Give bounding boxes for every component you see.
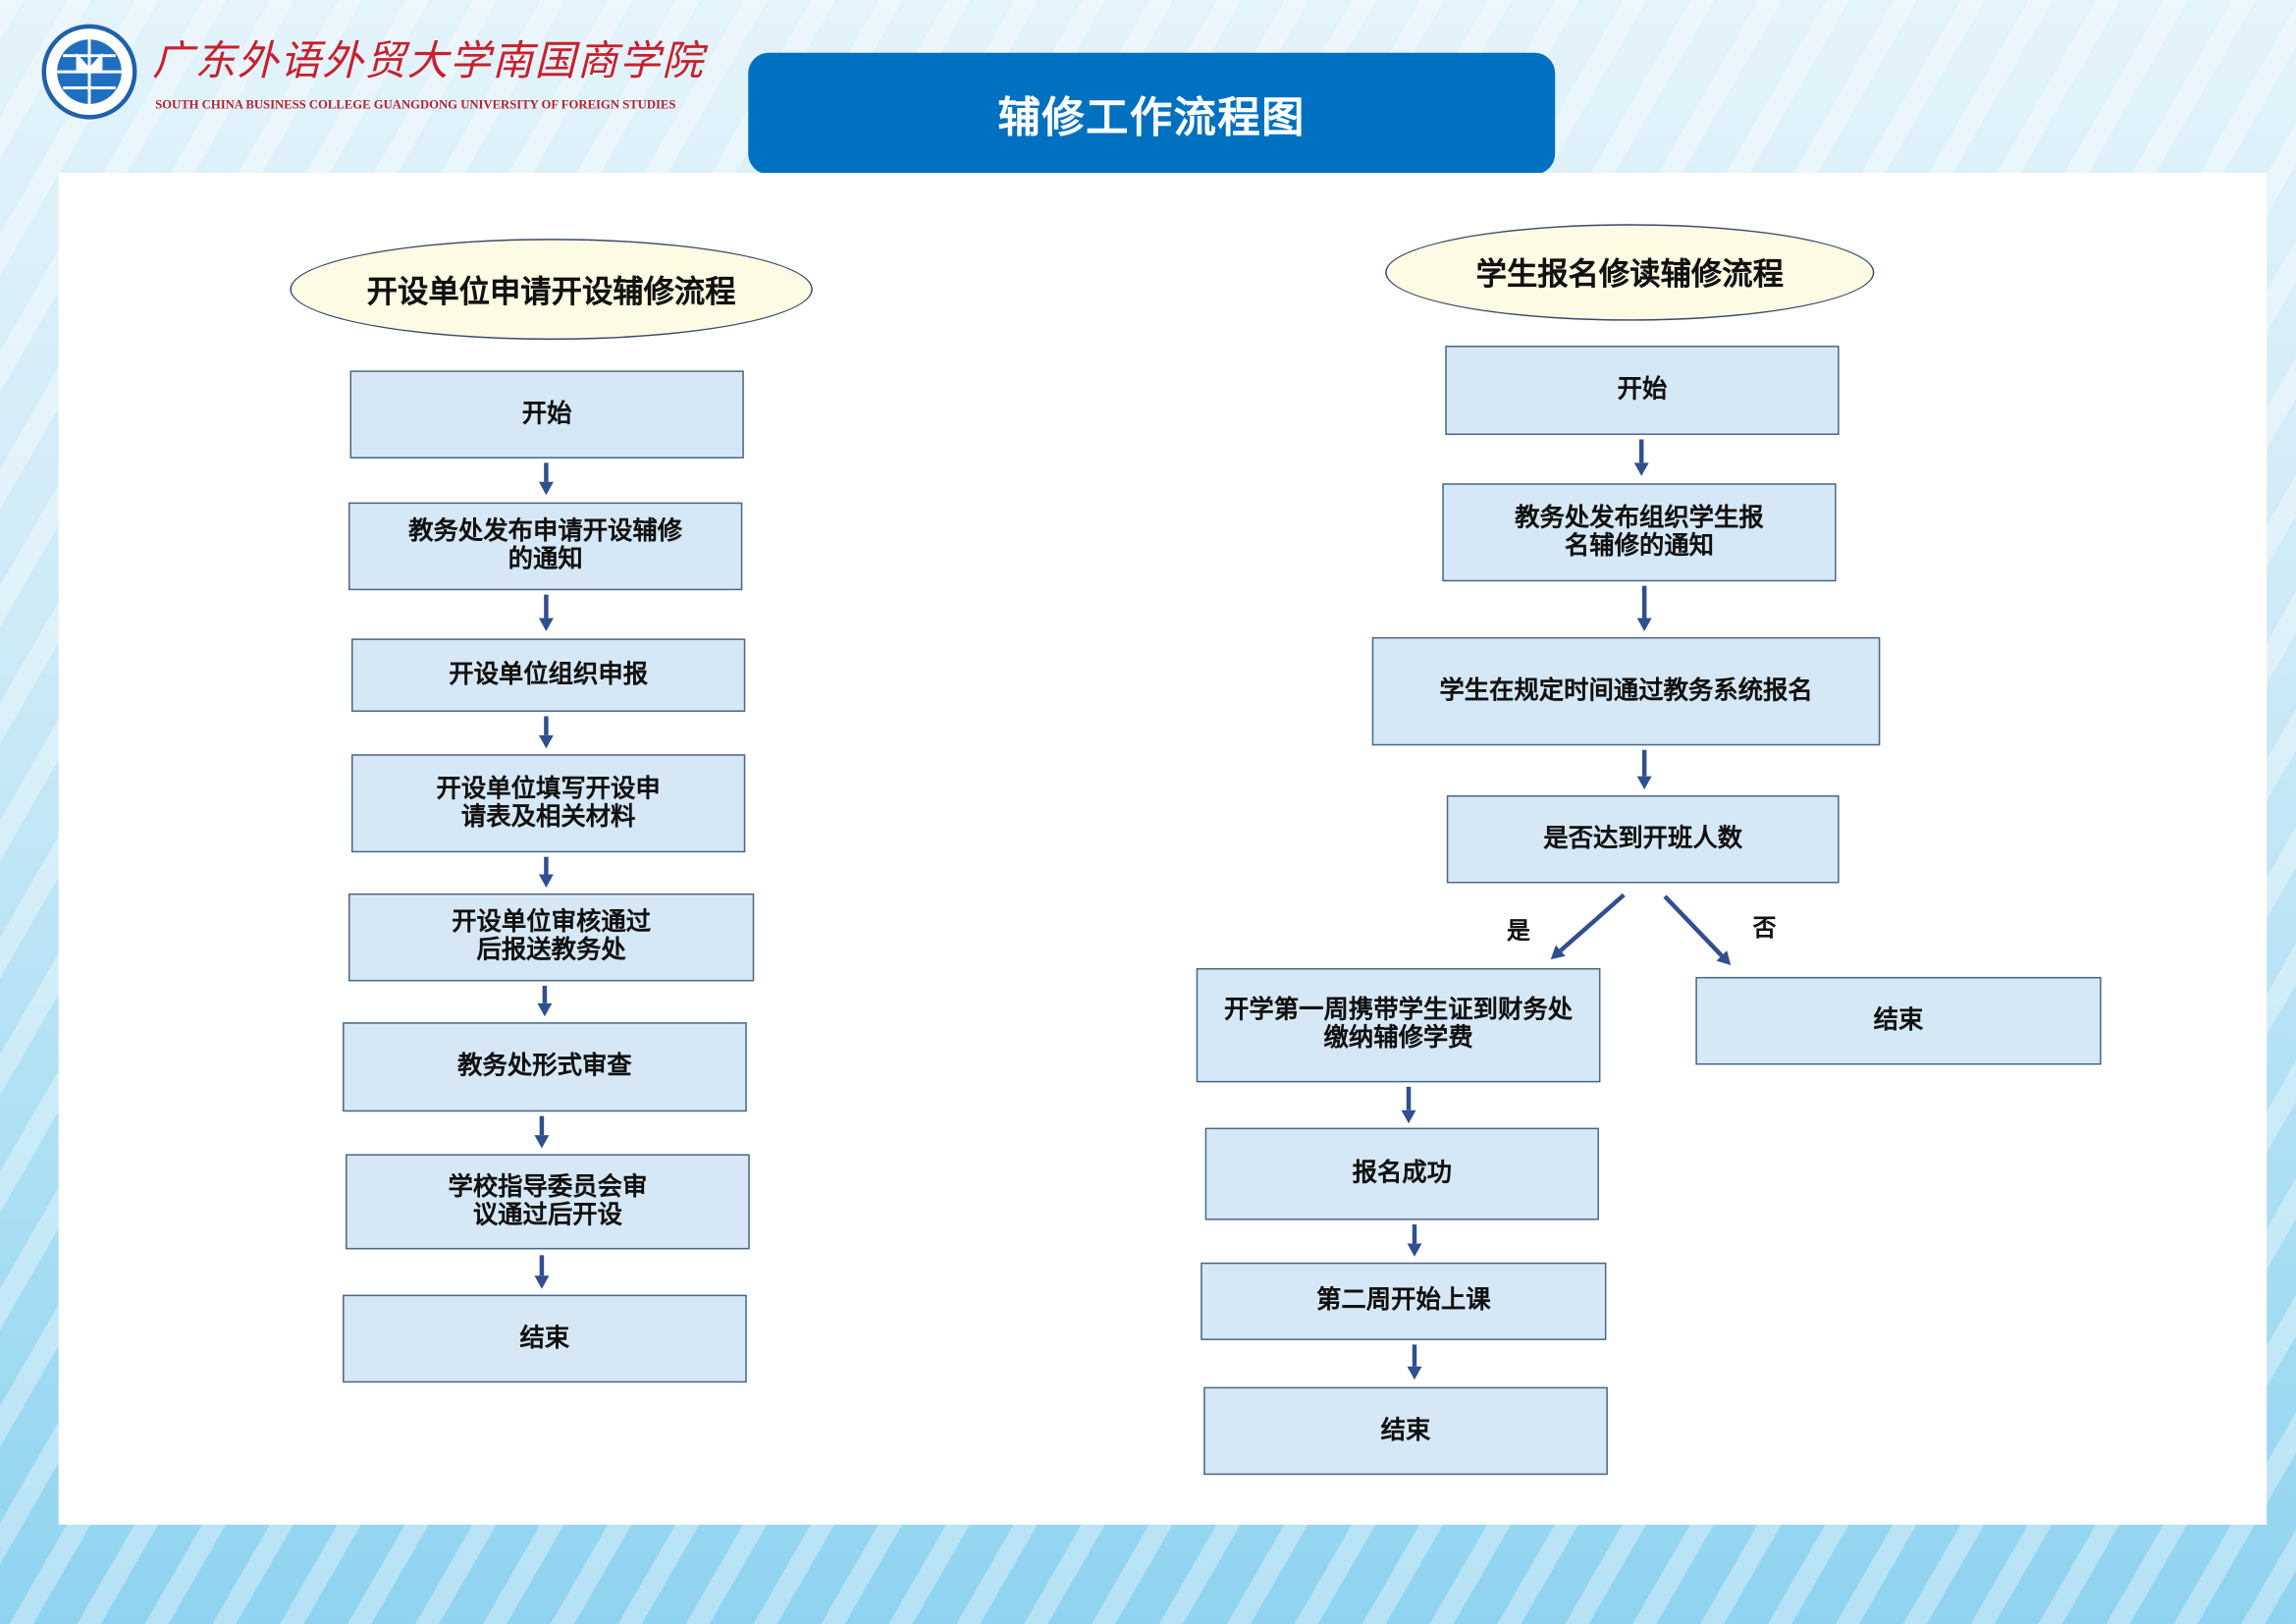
page-title: 辅修工作流程图: [748, 52, 1556, 175]
left-step-committee: 学校指导委员会审议通过后开设: [346, 1154, 750, 1250]
right-step-start: 开始: [1445, 346, 1840, 436]
right-step-end: 结束: [1203, 1386, 1608, 1476]
college-name-cn: 广东外语外贸大学南国商学院: [152, 36, 705, 85]
left-step-notice: 教务处发布申请开设辅修的通知: [348, 502, 743, 591]
right-flow-title: 学生报名修读辅修流程: [1385, 224, 1875, 321]
college-name-en: SOUTH CHINA BUSINESS COLLEGE GUANGDONG U…: [155, 96, 676, 112]
right-step-decision: 是否达到开班人数: [1446, 794, 1840, 884]
college-logo: 广东外语外贸大学南国商学院 SOUTH CHINA BUSINESS COLLE…: [41, 21, 729, 126]
right-step-class-start: 第二周开始上课: [1201, 1262, 1607, 1340]
left-step-formal-check: 教务处形式审查: [343, 1022, 747, 1112]
left-step-apply: 开设单位组织申报: [351, 638, 746, 712]
yes-label: 是: [1506, 916, 1530, 946]
left-step-end: 结束: [343, 1294, 747, 1383]
left-step-fill-form: 开设单位填写开设申请表及相关材料: [351, 754, 746, 853]
college-emblem-icon: [41, 24, 137, 120]
left-step-start: 开始: [349, 370, 744, 459]
left-step-review: 开设单位审核通过后报送教务处: [348, 893, 755, 982]
right-step-register: 学生在规定时间通过教务系统报名: [1371, 636, 1881, 746]
no-label: 否: [1752, 913, 1777, 943]
right-step-success: 报名成功: [1204, 1127, 1599, 1220]
left-flow-title: 开设单位申请开设辅修流程: [290, 239, 813, 341]
right-step-pay-fee: 开学第一周携带学生证到财务处缴纳辅修学费: [1196, 968, 1601, 1083]
right-step-no-end: 结束: [1695, 976, 2102, 1065]
right-step-notice: 教务处发布组织学生报名辅修的通知: [1442, 483, 1837, 582]
